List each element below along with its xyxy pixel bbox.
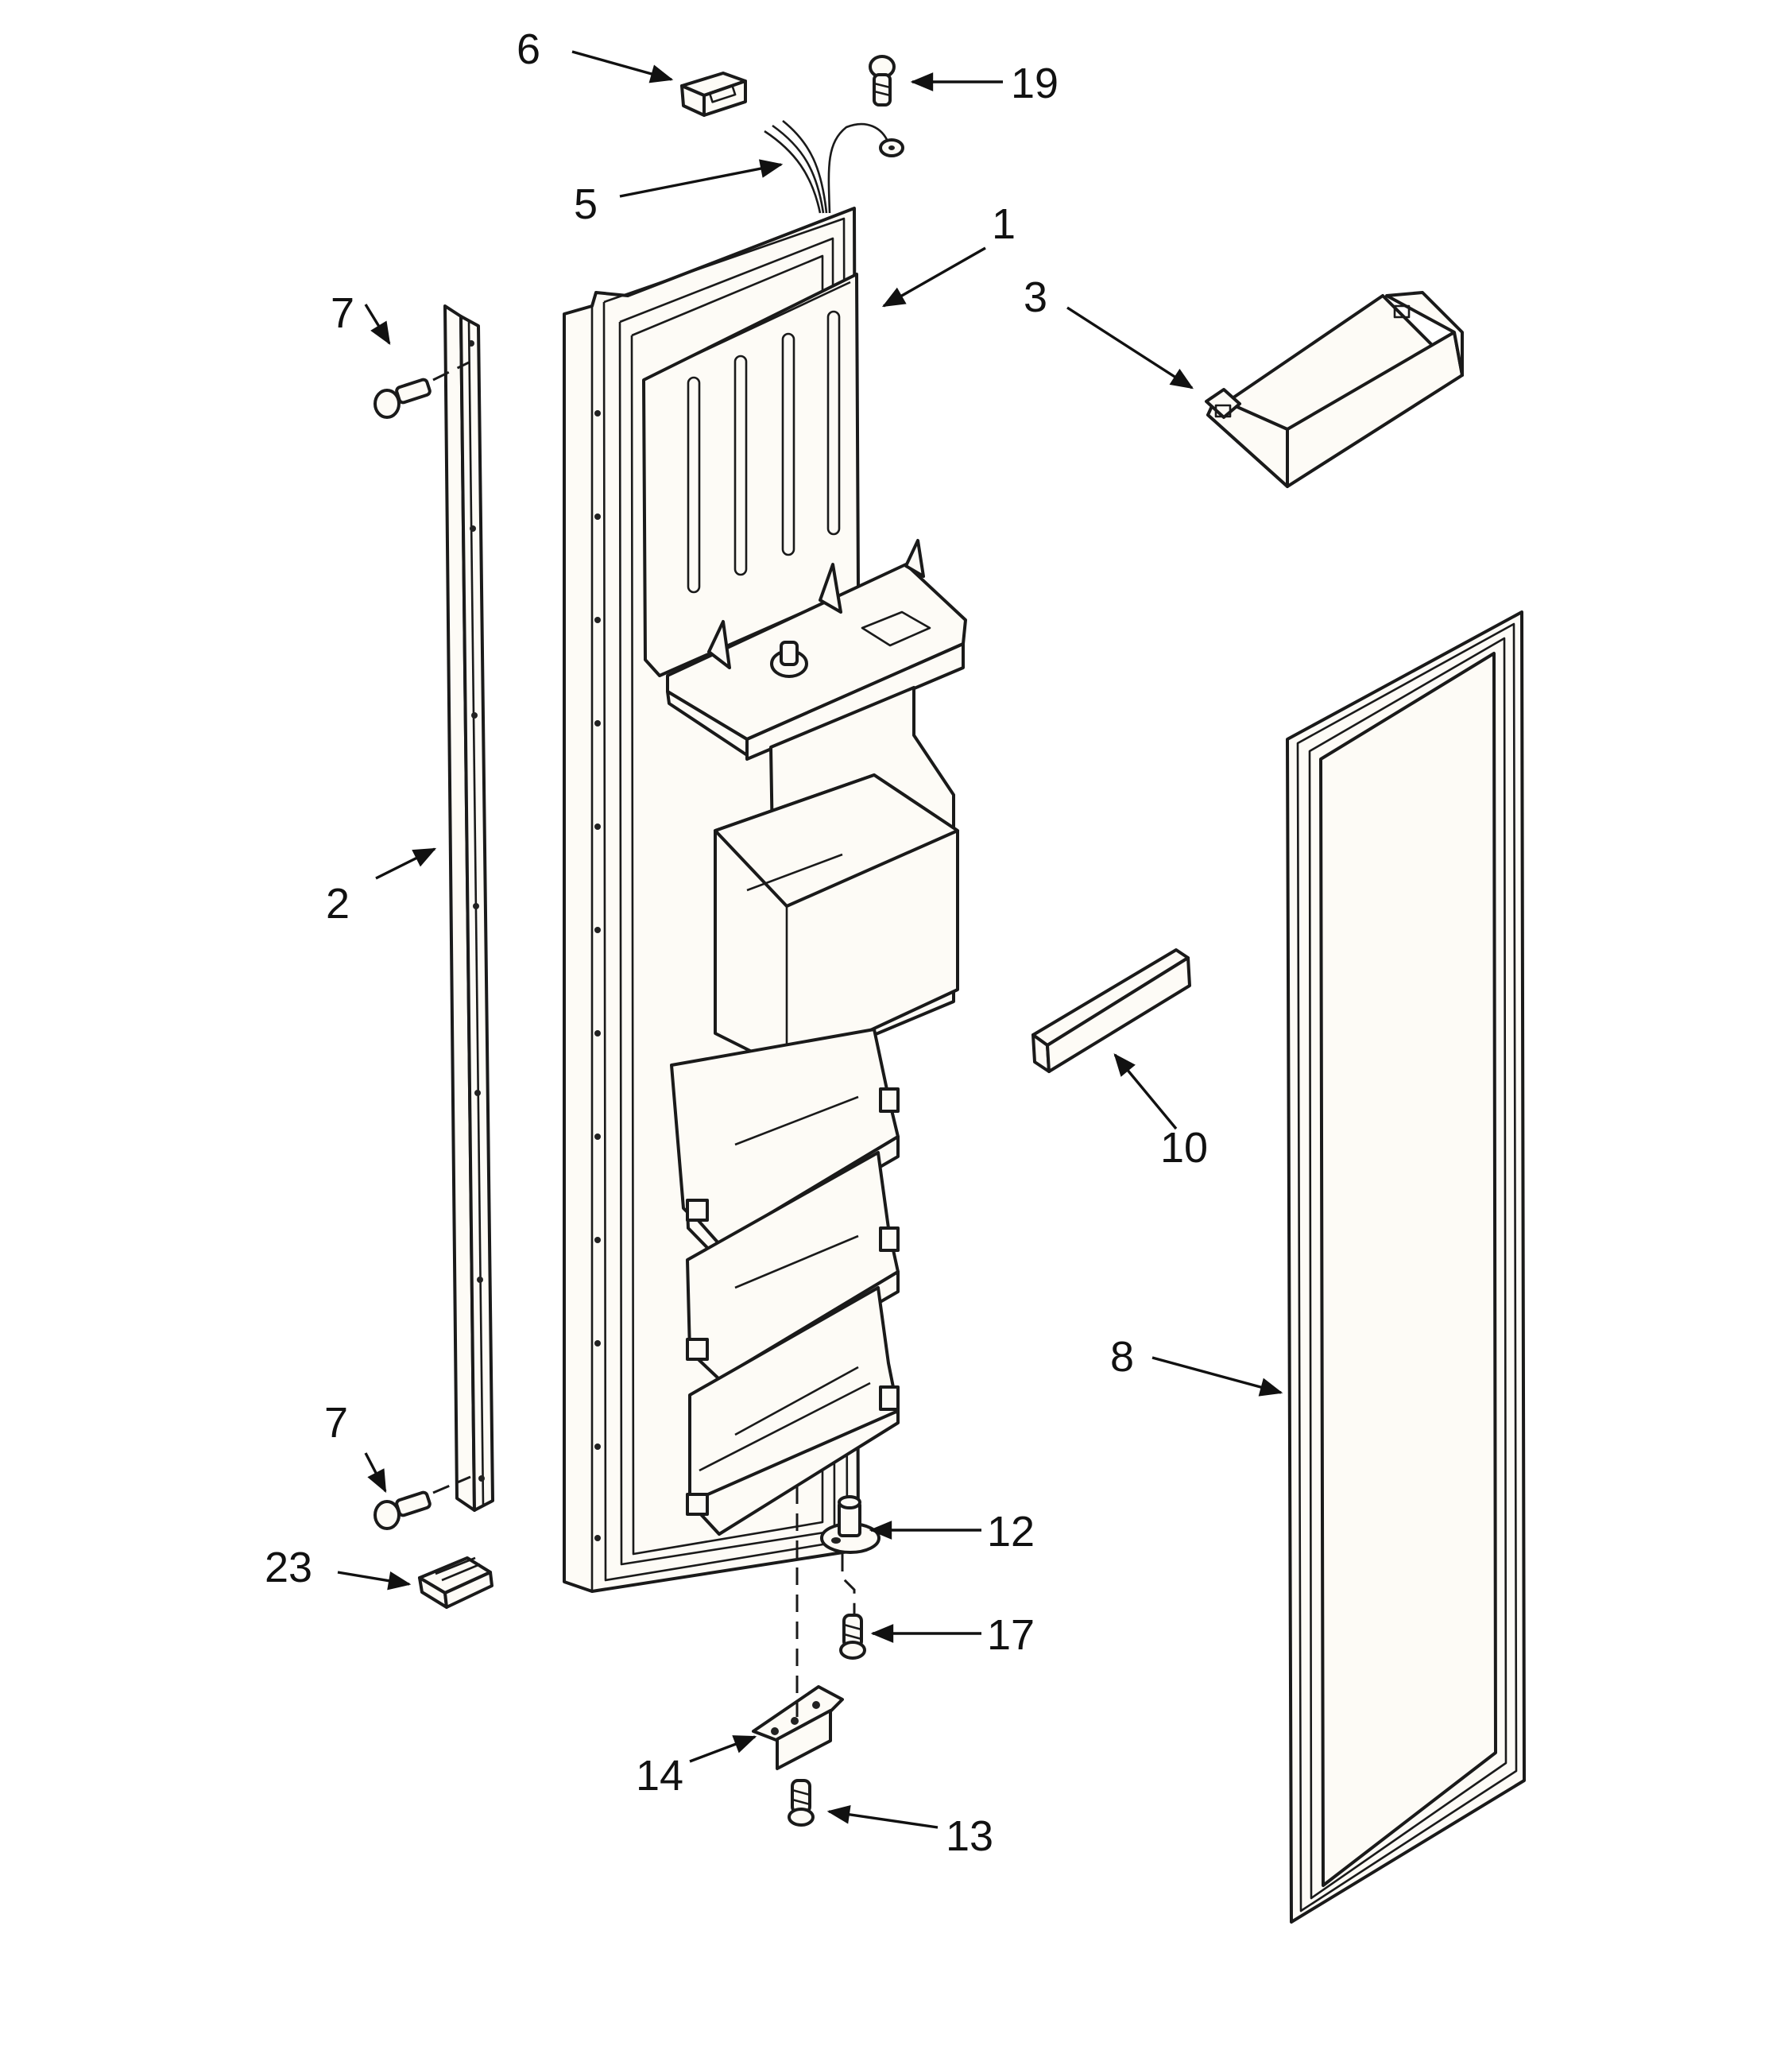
label-part-6: 6	[517, 25, 540, 73]
ground-screw-drawing	[869, 55, 896, 107]
screw-bottom-drawing	[373, 1475, 471, 1530]
callout-labels: 6 19 5 1 3 7 2 10 8 7 23 12 17 14 13	[265, 25, 1208, 1860]
hinge-bracket-drawing	[752, 1685, 844, 1770]
label-part-19: 19	[1011, 60, 1059, 107]
label-part-3: 3	[1024, 273, 1047, 321]
label-part-14: 14	[636, 1752, 683, 1800]
connector-drawing	[680, 72, 747, 117]
door-closer-cover-drawing	[418, 1556, 493, 1609]
label-part-13: 13	[946, 1812, 993, 1860]
label-part-8: 8	[1110, 1333, 1134, 1381]
door-gasket-drawing	[1286, 610, 1526, 1924]
label-part-1: 1	[992, 200, 1016, 248]
hinge-pin-drawing	[820, 1495, 881, 1554]
door-trim-drawing	[443, 304, 494, 1512]
screw-hinge-drawing	[839, 1614, 866, 1660]
trim-strip-drawing	[1031, 948, 1191, 1073]
label-part-2: 2	[326, 880, 350, 928]
label-part-7-bottom: 7	[324, 1399, 348, 1447]
door-bin-drawing	[1205, 291, 1464, 488]
screw-hinge-bottom-drawing	[788, 1779, 815, 1827]
label-part-17: 17	[987, 1611, 1035, 1659]
door-liner-drawing	[563, 207, 967, 1593]
callout-arrows	[337, 50, 1283, 1829]
label-part-7-top: 7	[331, 289, 354, 337]
label-part-23: 23	[265, 1544, 312, 1591]
label-part-12: 12	[987, 1508, 1035, 1556]
label-part-10: 10	[1160, 1124, 1208, 1172]
screw-top-drawing	[373, 361, 470, 419]
wiring-harness-drawing	[764, 119, 904, 214]
label-part-5: 5	[574, 180, 598, 228]
